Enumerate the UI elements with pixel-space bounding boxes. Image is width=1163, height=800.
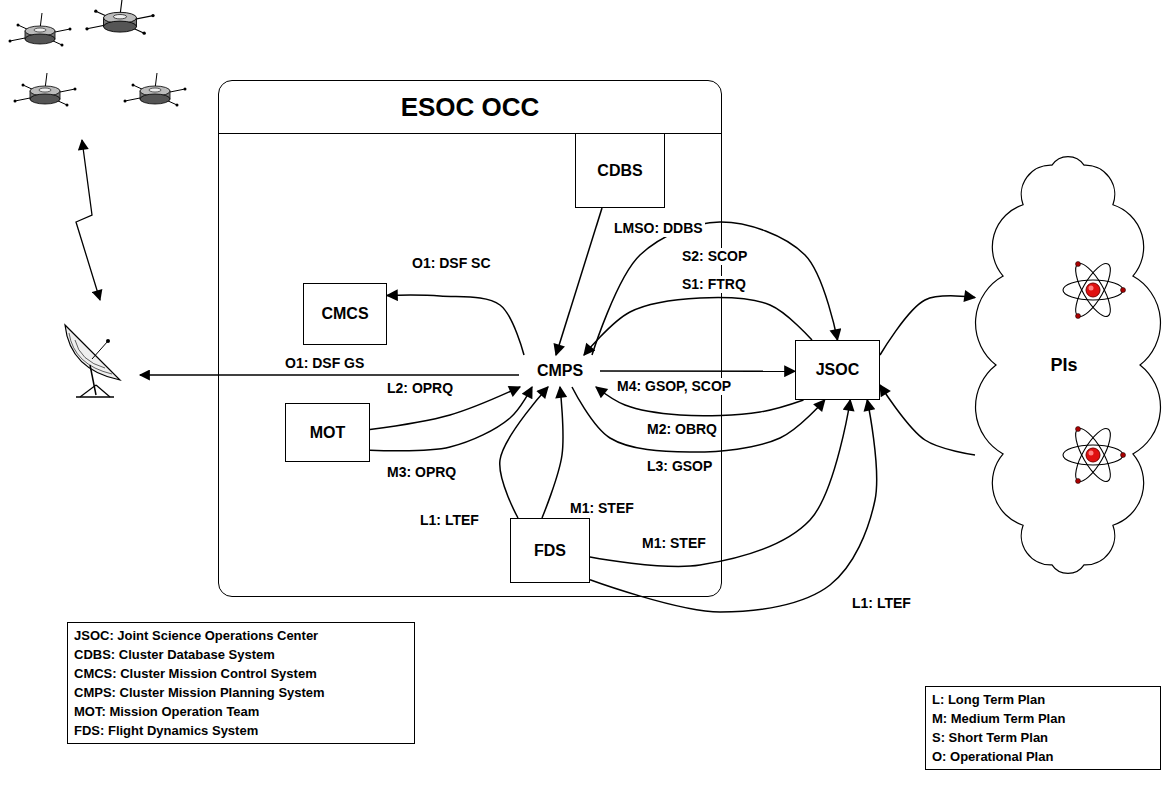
legend-entry: CMCS: Cluster Mission Control System bbox=[74, 664, 408, 683]
box-label: FDS bbox=[534, 542, 566, 560]
radio-link bbox=[76, 140, 100, 300]
atom-symbol bbox=[1063, 259, 1126, 321]
connector-arrow bbox=[542, 387, 563, 518]
atom-symbol bbox=[1063, 424, 1126, 486]
legend-box: L: Long Term PlanM: Medium Term PlanS: S… bbox=[925, 686, 1161, 770]
system-box: CMPS bbox=[520, 355, 600, 387]
legend-entry: MOT: Mission Operation Team bbox=[74, 702, 408, 721]
flow-label: S1: FTRQ bbox=[680, 276, 748, 293]
box-label: JSOC bbox=[816, 361, 860, 379]
system-box: JSOC bbox=[795, 340, 880, 400]
flow-label: L3: GSOP bbox=[645, 458, 714, 475]
connector-arrow bbox=[592, 222, 838, 355]
legend-box: JSOC: Joint Science Operations CenterCDB… bbox=[67, 622, 415, 744]
box-label: MOT bbox=[310, 424, 346, 442]
flow-label: L1: LTEF bbox=[850, 595, 913, 612]
connector-arrow bbox=[500, 387, 548, 518]
legend-entry: S: Short Term Plan bbox=[932, 728, 1154, 747]
system-box: FDS bbox=[510, 518, 590, 583]
flow-label: M1: STEF bbox=[640, 535, 708, 552]
legend-entry: O: Operational Plan bbox=[932, 747, 1154, 766]
legend-entry: CMPS: Cluster Mission Planning System bbox=[74, 683, 408, 702]
flow-label: M1: STEF bbox=[568, 500, 636, 517]
box-label: CMCS bbox=[321, 305, 368, 323]
flow-label: O1: DSF SC bbox=[410, 255, 493, 272]
legend-entry: JSOC: Joint Science Operations Center bbox=[74, 626, 408, 645]
connector-arrow bbox=[584, 297, 812, 355]
investigator-cloud: PIs bbox=[975, 140, 1161, 590]
legend-entry: CDBS: Cluster Database System bbox=[74, 645, 408, 664]
flow-label: L2: OPRQ bbox=[385, 380, 455, 397]
flow-label: M2: OBRQ bbox=[645, 421, 719, 438]
flow-label: LMSO: DDBS bbox=[612, 220, 705, 237]
cloud-shape bbox=[976, 157, 1161, 574]
connector-arrow bbox=[387, 295, 524, 355]
connector-arrow bbox=[880, 296, 975, 355]
flow-label: M3: OPRQ bbox=[385, 464, 458, 481]
box-label: PIs bbox=[1050, 355, 1077, 376]
legend-entry: FDS: Flight Dynamics System bbox=[74, 721, 408, 740]
flow-label: S2: SCOP bbox=[680, 248, 749, 265]
connector-arrow bbox=[556, 208, 602, 355]
system-box: CMCS bbox=[303, 283, 387, 345]
satellite bbox=[9, 0, 187, 107]
system-box: MOT bbox=[285, 403, 370, 462]
flow-label: O1: DSF GS bbox=[283, 355, 366, 372]
connector-arrow bbox=[590, 400, 850, 566]
legend-entry: M: Medium Term Plan bbox=[932, 709, 1154, 728]
connector-arrow bbox=[880, 385, 975, 455]
system-box: CDBS bbox=[575, 133, 665, 208]
flow-label: M4: GSOP, SCOP bbox=[615, 378, 733, 395]
ground-link-arrow bbox=[140, 374, 519, 376]
region-title: ESOC OCC bbox=[219, 81, 721, 134]
box-label: CDBS bbox=[597, 162, 642, 180]
ground-station-dish bbox=[65, 325, 120, 397]
connector-arrow bbox=[572, 387, 825, 452]
flow-label: L1: LTEF bbox=[418, 512, 481, 529]
legend-entry: L: Long Term Plan bbox=[932, 690, 1154, 709]
box-label: CMPS bbox=[537, 362, 583, 380]
connector-arrow bbox=[600, 370, 795, 372]
